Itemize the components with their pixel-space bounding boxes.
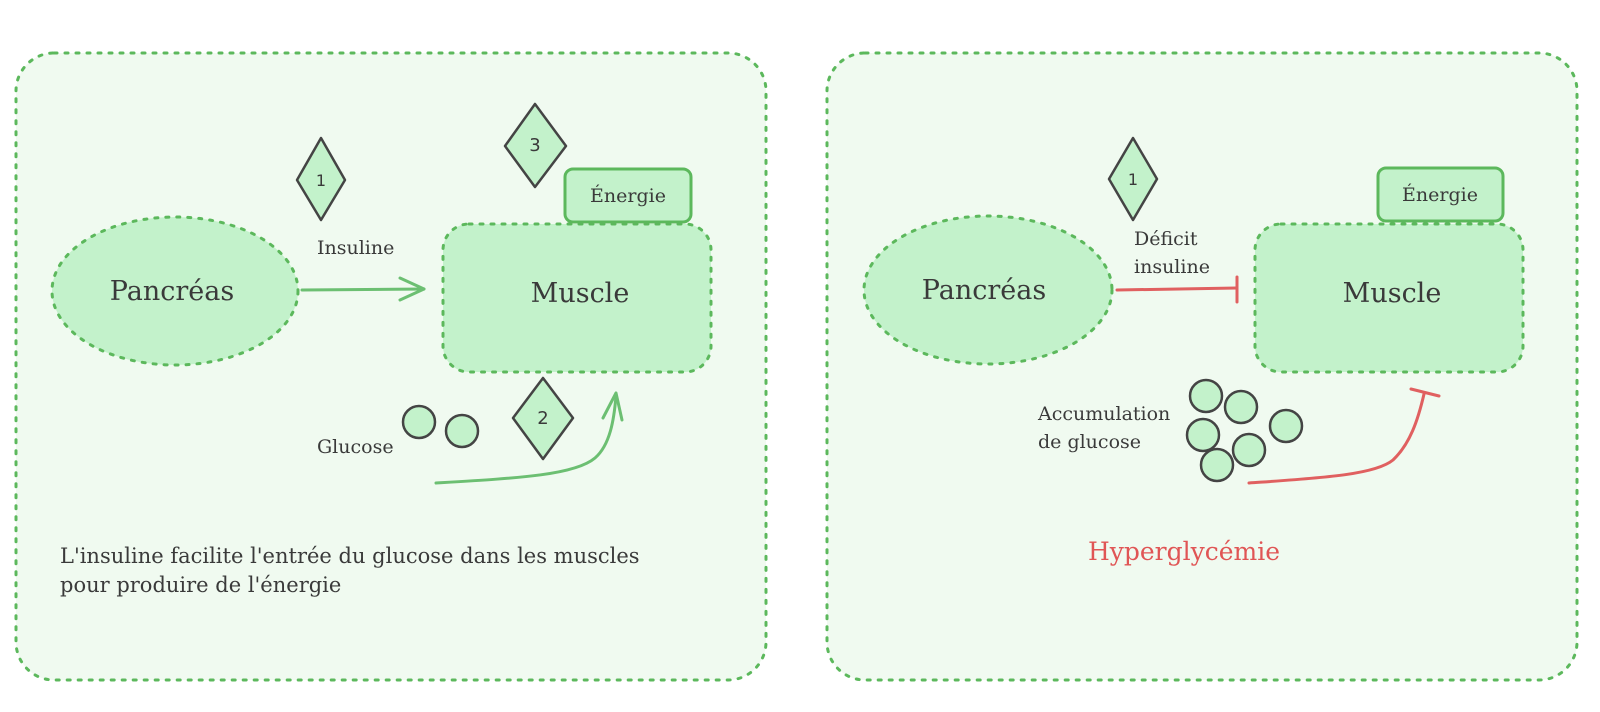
muscle-label: Muscle (531, 278, 630, 309)
insulin-arrow (300, 276, 426, 302)
muscle-box (1253, 222, 1525, 374)
glucose-molecule (1223, 389, 1259, 425)
pancreas-label: Pancréas (922, 275, 1046, 306)
glucose-label: Glucose (317, 436, 394, 458)
caption-line-1: L'insuline facilite l'entrée du glucose … (60, 544, 640, 568)
glucose-molecule (401, 404, 437, 440)
accumulation-label-line-1: Accumulation (1037, 403, 1170, 425)
pancreas-ellipse (50, 215, 300, 367)
step-1-diamond: 1 (295, 136, 347, 222)
insulin-label: Insuline (317, 237, 394, 259)
step-3-label: 3 (529, 135, 540, 156)
glucose-blocked-line (1247, 387, 1441, 485)
pancreas-ellipse (862, 214, 1114, 366)
insulin-inhibit-line (1115, 275, 1239, 304)
deficit-label-line-2: insuline (1134, 256, 1210, 278)
deficit-label-line-1: Déficit (1134, 228, 1198, 250)
step-1-diamond: 1 (1107, 136, 1159, 222)
step-2-label: 2 (537, 408, 548, 429)
glucose-molecule (444, 413, 480, 449)
muscle-label: Muscle (1343, 278, 1442, 309)
glucose-arrow (434, 391, 624, 485)
glucose-molecule (1231, 432, 1267, 468)
right-panel: Pancréas Muscle Énergie 1 Déficit insuli… (825, 51, 1579, 682)
left-panel: Pancréas Muscle Énergie 1 3 2 Insuline G… (14, 51, 768, 682)
glucose-molecule (1185, 417, 1221, 453)
muscle-box (441, 222, 713, 374)
step-1-label: 1 (316, 171, 326, 190)
step-3-diamond: 3 (503, 102, 568, 189)
step-1-label: 1 (1128, 170, 1138, 189)
hyperglycemia-label: Hyperglycémie (1088, 537, 1280, 566)
pancreas-label: Pancréas (110, 276, 234, 307)
glucose-molecule (1199, 447, 1235, 483)
energy-label: Énergie (590, 184, 666, 207)
energy-box (563, 167, 693, 224)
glucose-molecule (1268, 408, 1304, 444)
glucose-molecule (1188, 378, 1224, 414)
step-2-diamond: 2 (511, 376, 575, 461)
energy-label: Énergie (1402, 183, 1478, 206)
accumulation-label-line-2: de glucose (1038, 431, 1141, 453)
caption-line-2: pour produire de l'énergie (60, 573, 341, 597)
energy-box (1376, 166, 1505, 223)
